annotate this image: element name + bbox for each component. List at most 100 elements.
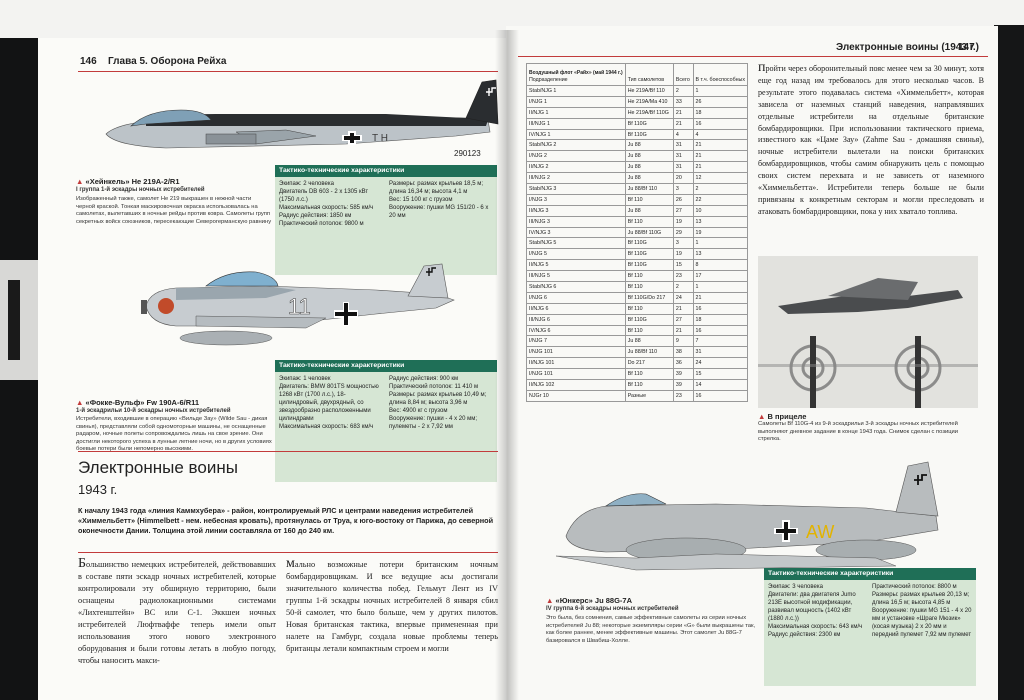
table-cell: Bf 110G: [624, 248, 674, 261]
he219-tail-code: 290123: [454, 149, 481, 158]
table-cell: I/NJG 3: [526, 193, 626, 206]
gunsight-photo: [758, 256, 978, 408]
table-cell: I/NJG 6: [526, 291, 626, 304]
book-cover-right: [994, 25, 1024, 700]
table-cell: II/NJG 5: [526, 259, 626, 272]
table-cell: 12: [692, 172, 749, 185]
he219-spec-box: Тактико-технические характеристики Экипа…: [275, 165, 497, 275]
section-year: 1943 г.: [78, 482, 118, 497]
table-cell: 14: [692, 379, 749, 391]
table-cell: Stab/NJG 5: [526, 237, 626, 250]
table-cell: 27: [672, 313, 694, 326]
table-cell: Bf 110G: [624, 237, 674, 250]
table-cell: 16: [692, 324, 749, 337]
table-cell: III/NJG 6: [526, 313, 626, 326]
table-cell: He 219A/Bf 110: [624, 85, 674, 97]
table-cell: 2: [672, 281, 694, 293]
table-cell: Do 217: [624, 357, 674, 370]
table-header-unit: Воздушный флот «Райх» (май 1944 г.)Подра…: [526, 63, 626, 86]
table-cell: 18: [692, 106, 749, 119]
table-cell: III/NJG 3: [526, 215, 626, 228]
table-cell: Bf 110: [624, 368, 674, 381]
table-cell: 8: [692, 259, 749, 272]
table-cell: Ju 88/Bf 110G: [624, 226, 674, 239]
he219-subtitle: I группа 1-й эскадры ночных истребителей: [76, 187, 205, 193]
table-cell: I/NJG 101: [526, 346, 626, 359]
table-header-row: Воздушный флот «Райх» (май 1944 г.)Подра…: [526, 63, 749, 86]
table-cell: Ju 88/Bf 110: [624, 346, 674, 359]
table-cell: 33: [672, 95, 694, 108]
table-cell: 1: [692, 237, 749, 250]
table-cell: 39: [672, 368, 694, 381]
table-cell: 15: [692, 368, 749, 381]
ju88-spec-right: Практический потолок: 8800 м Размеры: ра…: [872, 584, 972, 638]
table-cell: 17: [692, 270, 749, 283]
page-edge-strip: [0, 260, 40, 380]
table-cell: II/NJG 102: [526, 379, 626, 391]
fw190-spec-box: Тактико-технические характеристики Экипа…: [275, 360, 497, 482]
table-cell: 22: [692, 193, 749, 206]
header-rule: [78, 71, 498, 72]
table-cell: Bf 110: [624, 379, 674, 391]
table-cell: 21: [672, 106, 694, 119]
table-cell: 38: [672, 346, 694, 359]
table-cell: Bf 110G: [624, 117, 674, 130]
right-chapter-title: Электронные воины (1943 г.): [836, 42, 979, 53]
table-cell: Bf 110G/Do 217: [624, 291, 674, 304]
table-cell: 26: [672, 193, 694, 206]
chapter-title: Глава 5. Оборона Рейха: [108, 56, 227, 67]
table-cell: Ju 88: [624, 335, 674, 348]
table-header-type: Тип самолетов: [624, 63, 674, 86]
body-column-2: мально возможные потери британским ночны…: [286, 556, 498, 653]
table-cell: Bf 110: [624, 324, 674, 337]
table-cell: 24: [672, 291, 694, 304]
table-cell: Ju 88: [624, 172, 674, 185]
right-page: Электронные воины (1943 г.) 14 7 Воздушны…: [506, 26, 998, 700]
table-cell: NJGr 10: [526, 389, 626, 402]
table-cell: 10: [692, 204, 749, 217]
left-page: 146 Глава 5. Оборона Рейха T H 290123 ▲ …: [38, 38, 506, 700]
table-cell: 16: [692, 389, 749, 402]
table-cell: Bf 110: [624, 215, 674, 228]
table-cell: 23: [672, 270, 694, 283]
table-cell: II/NJG 1: [526, 106, 626, 119]
table-cell: IV/NJG 3: [526, 226, 626, 239]
table-cell: Ju 88: [624, 161, 674, 174]
photo-description: Самолеты Bf 110G-4 из 9-й эскадрильи 3-й…: [758, 421, 959, 443]
table-cell: 21: [672, 117, 694, 130]
ju88-spec-box: Тактико-технические характеристики Экипа…: [764, 568, 976, 686]
table-cell: 15: [672, 259, 694, 272]
table-cell: I/NJG 101: [526, 368, 626, 381]
table-cell: I/NJG 7: [526, 335, 626, 348]
table-cell: 19: [672, 215, 694, 228]
table-cell: Stab/NJG 6: [526, 281, 626, 293]
table-cell: 19: [672, 248, 694, 261]
table-cell: 18: [692, 313, 749, 326]
table-cell: II/NJG 3: [526, 204, 626, 217]
he219-spec-right: Размеры: размах крыльев 18,5 м; длина 16…: [389, 181, 489, 219]
table-cell: 31: [692, 346, 749, 359]
book-gutter: [495, 30, 519, 700]
table-cell: 7: [692, 335, 749, 348]
table-cell: Bf 110: [624, 302, 674, 315]
table-cell: Bf 110: [624, 270, 674, 283]
table-cell: 21: [692, 291, 749, 304]
table-cell: Bf 110G: [624, 259, 674, 272]
